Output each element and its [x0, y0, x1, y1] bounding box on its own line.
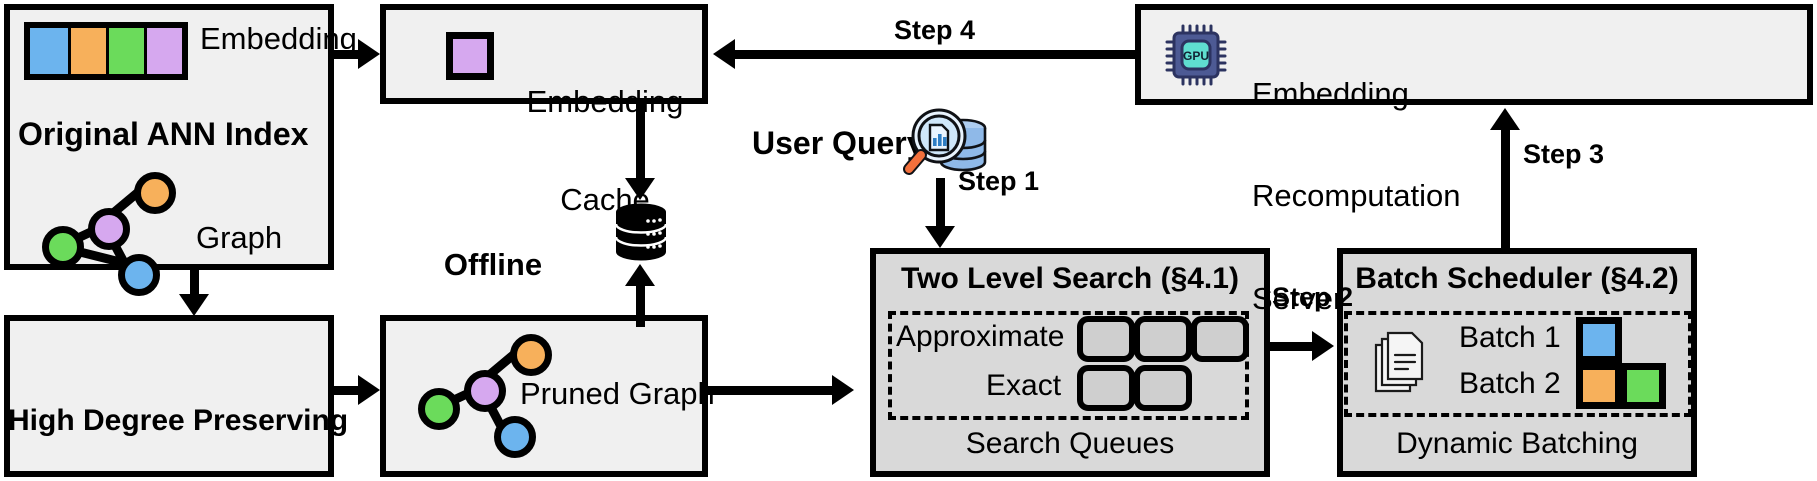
arrow-pruning-to-pruned-line	[334, 386, 362, 395]
recomputation-server-label-line2: Recomputation	[1252, 178, 1461, 214]
exact-slot	[1134, 365, 1192, 411]
batch-2-chip-orange	[1576, 363, 1622, 409]
database-cylinder-icon	[614, 203, 668, 261]
pruned-graph-label: Pruned Graph	[520, 376, 715, 411]
arrow-index-to-cache-head	[358, 39, 380, 69]
arrow-pruned-to-search-line	[708, 386, 834, 395]
exact-row-label: Exact	[986, 369, 1062, 402]
arrow-step4-head	[713, 39, 735, 69]
arrow-step2-line	[1270, 342, 1315, 351]
graph-label: Graph	[196, 220, 283, 255]
embedding-cache-label-line1: Embedding	[526, 83, 684, 119]
arrow-step4-line	[735, 50, 1135, 59]
gpu-chip-icon: GPU	[1163, 22, 1229, 88]
two-level-search-box	[870, 248, 1270, 477]
graph-node-green	[418, 388, 460, 430]
user-query-label: User Query	[752, 125, 925, 161]
approximate-row-label: Approximate	[896, 320, 1065, 353]
step-3-label: Step 3	[1523, 139, 1605, 169]
arrow-index-to-pruning-head	[179, 294, 209, 316]
embedding-cache-icon	[446, 32, 494, 80]
batch-scheduler-title: Batch Scheduler (§4.2)	[1355, 262, 1679, 295]
search-queues-panel	[888, 311, 1249, 420]
graph-node-purple	[88, 208, 130, 250]
graph-node-blue	[494, 416, 536, 458]
graph-node-green	[42, 226, 84, 268]
embedding-chip-blue	[30, 28, 68, 74]
graph-node-orange	[134, 172, 176, 214]
embedding-chip-purple	[143, 28, 182, 74]
graph-node-orange	[510, 334, 552, 376]
graph-pruning-label: High Degree Preserving Graph Pruning (§5…	[8, 328, 349, 481]
recomputation-server-box	[1135, 4, 1813, 105]
two-level-search-title: Two Level Search (§4.1)	[901, 262, 1239, 295]
arrow-pruning-to-pruned-head	[358, 375, 380, 405]
dynamic-batching-caption: Dynamic Batching	[1396, 427, 1638, 460]
arrow-pruned-to-storage-line	[636, 285, 645, 327]
batch-1-chip-blue	[1576, 317, 1622, 363]
gpu-icon-text: GPU	[1183, 49, 1209, 63]
step-2-label: Step 2	[1272, 282, 1354, 312]
arrow-index-to-pruning-line	[190, 270, 199, 298]
recomputation-server-label: Embedding Recomputation Server	[1252, 9, 1461, 384]
graph-pruning-label-line1: High Degree Preserving	[8, 404, 349, 438]
dynamic-batching-panel	[1344, 311, 1692, 417]
original-ann-index-title: Original ANN Index	[18, 116, 309, 152]
batch-2-label: Batch 2	[1459, 367, 1561, 400]
approximate-slot	[1191, 316, 1249, 362]
arrow-cache-to-storage-head	[625, 178, 655, 200]
recomputation-server-label-line1: Embedding	[1252, 76, 1409, 112]
arrow-step1-line	[936, 178, 945, 230]
batch-1-label: Batch 1	[1459, 321, 1561, 354]
original-ann-index-graph	[40, 168, 180, 296]
embedding-chip-green	[105, 28, 144, 74]
arrow-step3-line	[1501, 128, 1510, 250]
recomputation-server-label-line3: Server	[1252, 280, 1344, 316]
arrow-step3-head	[1490, 108, 1520, 130]
arrow-index-to-cache-line	[334, 50, 362, 59]
step-1-label: Step 1	[958, 166, 1040, 196]
graph-node-purple	[464, 370, 506, 412]
exact-slot	[1077, 365, 1135, 411]
batch-2-chip-green	[1620, 363, 1666, 409]
search-queues-caption: Search Queues	[965, 427, 1175, 460]
arrow-pruned-to-search-head	[832, 375, 854, 405]
arrow-cache-to-storage-line	[636, 104, 645, 181]
documents-stack-icon	[1372, 327, 1428, 397]
arrow-step1-head	[925, 226, 955, 248]
arrow-step2-head	[1312, 331, 1334, 361]
query-search-database-icon	[903, 104, 987, 186]
embedding-chip-strip	[24, 22, 188, 80]
offline-storage-label-line1: Offline	[443, 246, 543, 282]
pruned-graph-graph	[416, 330, 556, 458]
graph-pruning-box	[4, 315, 334, 477]
graph-node-blue	[118, 254, 160, 296]
step-4-label: Step 4	[894, 15, 976, 45]
approximate-slot	[1077, 316, 1135, 362]
arrow-pruned-to-storage-head	[625, 264, 655, 286]
embedding-label: Embedding	[200, 21, 357, 56]
approximate-slot	[1134, 316, 1192, 362]
embedding-cache-box	[380, 4, 708, 104]
embedding-chip-orange	[67, 28, 106, 74]
